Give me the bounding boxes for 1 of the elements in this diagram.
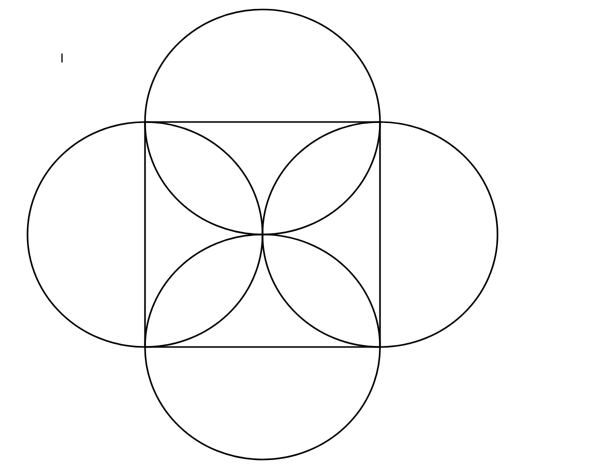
label: I <box>61 54 63 62</box>
